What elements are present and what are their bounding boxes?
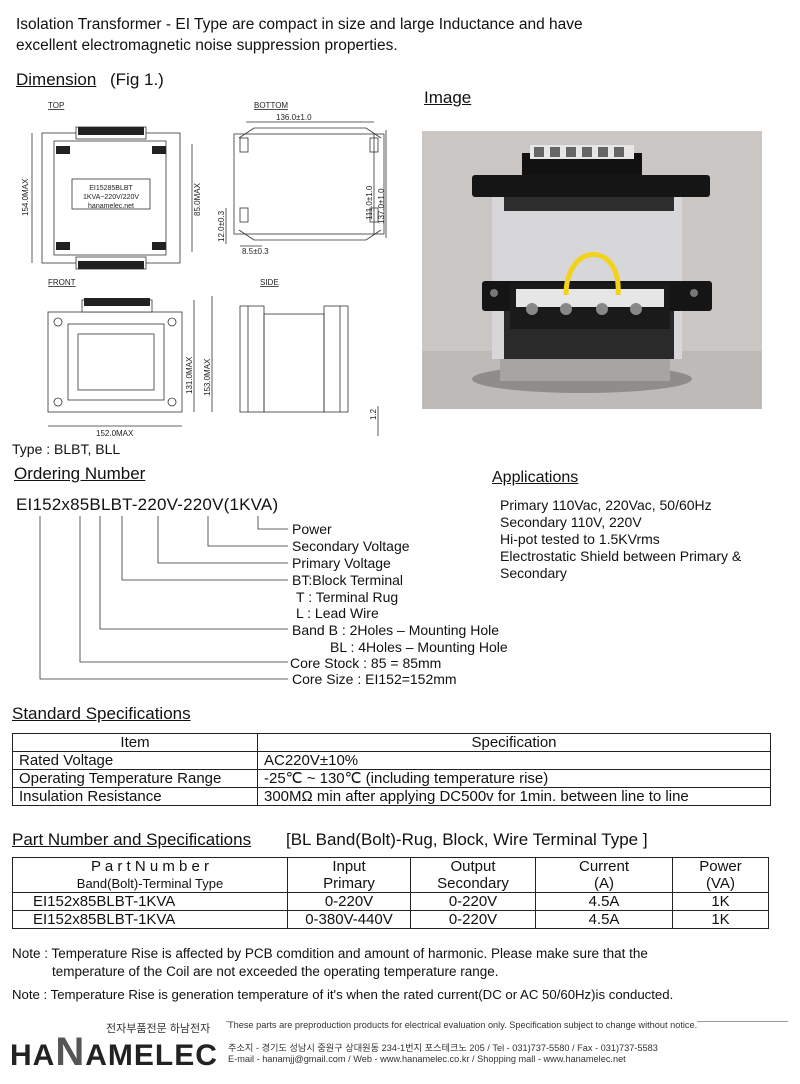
ordering-leader-lines [39, 516, 288, 680]
table-row: Insulation Resistance 300MΩ min after ap… [12, 787, 771, 806]
header-band-type: Band(Bolt)-Terminal Type [76, 876, 224, 891]
header-item: Item [12, 733, 258, 752]
fig-label: (Fig 1.) [110, 70, 164, 89]
ordering-secondary: Secondary Voltage [292, 538, 410, 554]
header-specification: Specification [257, 733, 771, 752]
dim-111: 111.0±1.0 [365, 185, 374, 220]
dim-1-2: 1.2 [369, 408, 378, 420]
company-logo: HANAMELEC [10, 1030, 218, 1074]
nameplate-model: EI15285BLBT [89, 185, 133, 192]
ordering-power: Power [292, 521, 332, 537]
type-text: Type : BLBT, BLL [12, 441, 121, 457]
ordering-heading: Ordering Number [14, 464, 146, 483]
table-row: EI152x85BLBT-1KVA 0-220V 0-220V 4.5A 1K [12, 892, 769, 911]
dim-12: 12.0±0.3 [217, 210, 226, 242]
side-view-label: SIDE [260, 278, 279, 287]
table-row: Operating Temperature Range -25℃ ~ 130℃ … [12, 769, 771, 788]
ordering-core-stock: Core Stock : 85 = 85mm [290, 655, 442, 671]
front-view-label: FRONT [48, 278, 76, 287]
dim-8-5: 8.5±0.3 [242, 247, 269, 256]
nameplate-rating: 1KVA~220V/220V [83, 194, 139, 201]
footer-disclaimer: These parts are preproduction products f… [228, 1020, 698, 1030]
part-specs-subheading: [BL Band(Bolt)-Rug, Block, Wire Terminal… [286, 830, 648, 849]
ordering-bt: BT:Block Terminal [292, 572, 404, 588]
standard-specs-heading: Standard Specifications [12, 704, 191, 723]
applications-heading: Applications [492, 469, 579, 486]
footer-contact: E-mail - hanamjj@gmail.com / Web - www.h… [228, 1054, 626, 1064]
part-specs-heading: Part Number and Specifications [12, 830, 252, 849]
dim-153: 153.0MAX [203, 358, 212, 396]
header-part-number: P a r t N u m b e r [90, 858, 210, 875]
ordering-core-size: Core Size : EI152=152mm [292, 671, 457, 687]
dim-85: 85.0MAX [193, 182, 202, 216]
dimension-drawing: TOP BOTTOM FRONT SIDE EI15285BLBT 1KVA~2… [21, 101, 387, 438]
top-view-label: TOP [48, 101, 64, 110]
ordering-l: L : Lead Wire [296, 605, 379, 621]
dim-154: 154.0MAX [21, 178, 30, 216]
table-row: Item Specification [12, 733, 771, 752]
dim-136: 136.0±1.0 [276, 113, 312, 122]
intro-text: Isolation Transformer - EI Type are comp… [16, 16, 583, 54]
dim-137: 137.0±1.0 [377, 188, 386, 224]
ordering-band-b: Band B : 2Holes – Mounting Hole [292, 622, 500, 638]
ordering-band-bl: BL : 4Holes – Mounting Hole [330, 639, 508, 655]
company-tagline: 전자부품전문 하남전자 [106, 1023, 211, 1035]
table-row: EI152x85BLBT-1KVA 0-380V-440V 0-220V 4.5… [12, 910, 769, 929]
applications-list: Primary 110Vac, 220Vac, 50/60Hz Secondar… [500, 497, 742, 581]
ordering-code: EI152x85BLBT-220V-220V(1KVA) [16, 495, 279, 514]
note-1: Note : Temperature Rise is affected by P… [12, 946, 648, 979]
dimension-heading: Dimension [16, 70, 97, 89]
image-heading: Image [424, 88, 472, 107]
note-2: Note : Temperature Rise is generation te… [12, 987, 674, 1002]
ordering-t: T : Terminal Rug [296, 589, 399, 605]
ordering-primary: Primary Voltage [292, 555, 391, 571]
nameplate-web: hanamelec.net [88, 203, 134, 210]
bottom-view-label: BOTTOM [254, 101, 288, 110]
dim-152: 152.0MAX [96, 429, 134, 438]
table-row: Rated Voltage AC220V±10% [12, 751, 771, 770]
standard-specs-table: Item Specification Rated Voltage AC220V±… [12, 733, 771, 806]
product-photo [422, 131, 762, 409]
footer-address: 주소지 - 경기도 성남시 중원구 상대원동 234-1번지 포스테크노 205… [228, 1043, 658, 1053]
dim-131: 131.0MAX [185, 356, 194, 394]
